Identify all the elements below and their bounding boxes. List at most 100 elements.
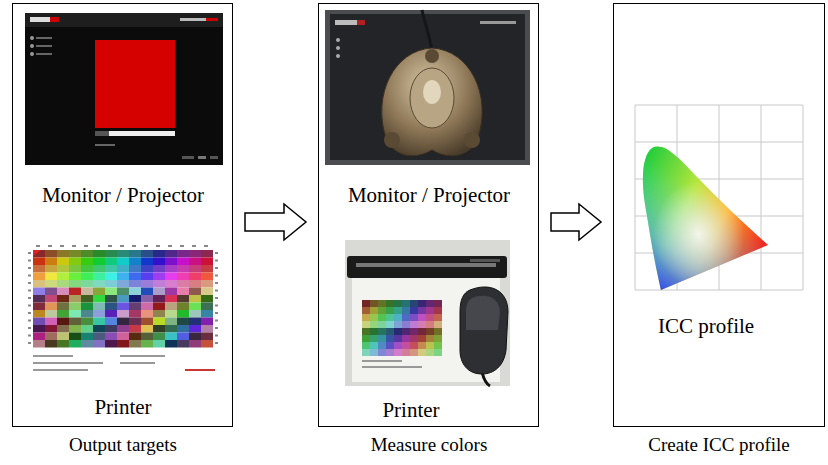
row-mark <box>28 327 31 329</box>
step-caption: Create ICC profile <box>648 435 789 456</box>
form-line <box>362 360 402 362</box>
grid-line <box>761 105 762 290</box>
color-patch <box>45 333 57 341</box>
color-patch <box>57 310 69 318</box>
color-patch <box>81 265 93 273</box>
color-patch <box>129 280 141 288</box>
color-patch <box>165 265 177 273</box>
grid-line <box>803 105 804 290</box>
column-mark <box>168 245 172 247</box>
color-patch <box>81 340 93 348</box>
step-caption: Measure colors <box>371 435 488 456</box>
step-panel: ICC profileCreate ICC profile <box>613 3 825 427</box>
color-patch <box>117 280 129 288</box>
column-mark <box>180 245 184 247</box>
color-patch <box>394 335 402 342</box>
color-patch <box>201 280 213 288</box>
item-label: Printer <box>94 396 151 419</box>
color-patch <box>189 340 201 348</box>
color-patch <box>117 265 129 273</box>
color-patch <box>153 280 165 288</box>
color-patch <box>93 325 105 333</box>
color-patch <box>362 335 370 342</box>
gamut-color <box>640 140 770 292</box>
color-patch <box>177 318 189 326</box>
row-mark <box>28 320 31 322</box>
color-patch <box>402 349 410 356</box>
row-mark <box>28 297 31 299</box>
color-patch <box>418 321 426 328</box>
status-mark <box>95 144 115 146</box>
color-patch <box>45 295 57 303</box>
color-patch <box>402 342 410 349</box>
color-patch <box>402 328 410 335</box>
row-mark <box>28 305 31 307</box>
color-patch <box>201 325 213 333</box>
form-line <box>33 362 103 364</box>
ruler-logo <box>470 259 500 262</box>
color-patch <box>129 310 141 318</box>
color-patch <box>93 318 105 326</box>
color-patch <box>117 273 129 281</box>
logo <box>206 18 218 21</box>
color-patch <box>33 265 45 273</box>
gamut-color <box>640 140 770 292</box>
row-mark <box>215 297 218 299</box>
row-mark <box>28 252 31 254</box>
photo-ground <box>345 240 510 386</box>
color-patch <box>177 295 189 303</box>
color-patch <box>93 273 105 281</box>
column-mark <box>156 245 160 247</box>
color-patch <box>69 333 81 341</box>
color-patch <box>93 303 105 311</box>
color-patch <box>45 303 57 311</box>
column-mark <box>60 245 64 247</box>
radio-dot <box>30 52 34 56</box>
color-patch <box>45 288 57 296</box>
color-patch <box>189 273 201 281</box>
grid-line <box>635 105 636 290</box>
color-patch <box>165 295 177 303</box>
color-patch <box>201 288 213 296</box>
color-patch <box>141 295 153 303</box>
color-patch <box>129 258 141 266</box>
color-patch <box>93 265 105 273</box>
photo-ground <box>325 10 530 165</box>
color-patch <box>141 280 153 288</box>
color-patch <box>378 300 386 307</box>
monitor-target <box>25 13 223 165</box>
color-patch <box>69 340 81 348</box>
color-patch <box>105 303 117 311</box>
gamut-chart <box>635 105 803 292</box>
step-panel: Monitor / ProjectorPrinterMeasure colors <box>318 3 539 427</box>
color-patch <box>165 310 177 318</box>
color-patch <box>129 340 141 348</box>
color-patch <box>418 328 426 335</box>
color-patch <box>81 318 93 326</box>
cable <box>422 10 432 52</box>
progress-bar <box>109 131 175 136</box>
color-patch <box>426 335 434 342</box>
color-patch <box>189 258 201 266</box>
color-patch <box>105 280 117 288</box>
color-patch <box>93 280 105 288</box>
color-patch <box>105 265 117 273</box>
color-patch <box>33 325 45 333</box>
color-patch <box>129 273 141 281</box>
row-mark <box>215 335 218 337</box>
column-mark <box>84 245 88 247</box>
step-panel: Monitor / ProjectorPrinterOutput targets <box>12 3 233 427</box>
color-patch <box>69 295 81 303</box>
foot <box>384 132 400 148</box>
color-patch <box>57 325 69 333</box>
printer-target <box>25 240 223 376</box>
radio-dot <box>336 46 340 50</box>
paper <box>25 240 223 376</box>
form-line <box>33 355 73 357</box>
row-mark <box>215 290 218 292</box>
color-patch <box>129 250 141 258</box>
color-patch <box>418 307 426 314</box>
ruler <box>347 256 507 278</box>
color-patch <box>189 280 201 288</box>
